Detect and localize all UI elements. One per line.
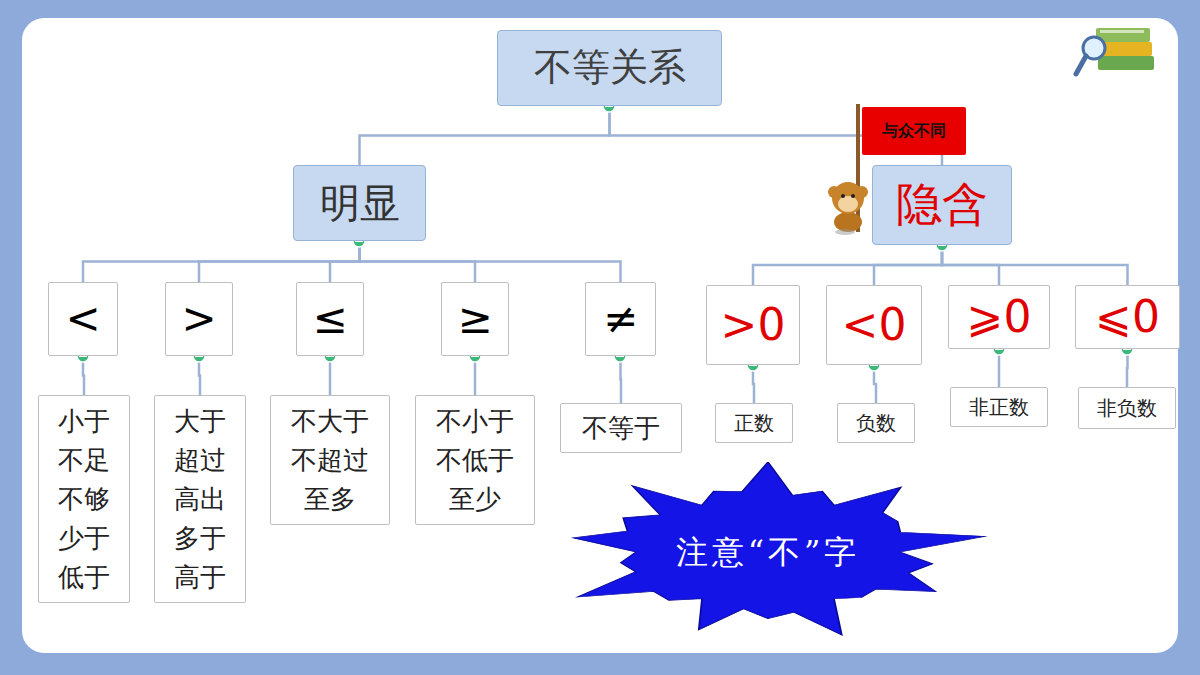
book-icon	[1076, 28, 1154, 74]
category-box: 明显	[293, 165, 426, 241]
node-label: 非负数	[1097, 396, 1157, 420]
node-label: 不等关系	[534, 45, 686, 91]
node-label: ≥	[457, 294, 492, 344]
node-label: 小于 不足 不够 少于 低于	[56, 402, 112, 597]
tree-connector	[83, 241, 360, 282]
tree-connector	[942, 245, 1128, 285]
phrase-box: 大于 超过 高出 多于 高于	[154, 395, 246, 603]
tree-connector	[360, 106, 610, 165]
category-box: 隐含	[872, 165, 1012, 245]
root-box: 不等关系	[497, 30, 722, 106]
node-label: <	[65, 294, 100, 344]
symbol-box: ≠	[585, 282, 656, 356]
node-label: 不大于 不超过 至多	[289, 402, 371, 519]
node-label: >	[181, 294, 216, 344]
node-label: ⩾0	[967, 291, 1032, 344]
node-label: 大于 超过 高出 多于 高于	[172, 402, 228, 597]
symbol-box: >0	[706, 285, 800, 365]
node-label: 不等于	[582, 409, 660, 448]
symbol-box: <0	[826, 285, 922, 365]
tree-connector	[199, 241, 360, 282]
phrase-box: 小于 不足 不够 少于 低于	[38, 395, 130, 603]
node-label: ⩽0	[1095, 291, 1160, 344]
node-label: >0	[721, 299, 786, 352]
node-label: 非正数	[969, 395, 1029, 419]
node-label: 正数	[734, 411, 774, 435]
starburst-callout: 注意“不”字	[548, 462, 988, 642]
symbol-box: <	[48, 282, 118, 356]
node-label: 与众不同	[882, 121, 946, 140]
collapse-minus	[79, 106, 1131, 365]
monkey-figure	[828, 182, 868, 235]
collapse-marker	[77, 100, 1133, 371]
phrase-box: 负数	[837, 403, 915, 443]
tree-connector	[360, 241, 621, 282]
node-label: 不小于 不低于 至少	[434, 402, 516, 519]
node-label: <0	[842, 299, 907, 352]
symbol-box: ⩽0	[1075, 285, 1180, 349]
symbol-box: >	[165, 282, 233, 356]
symbol-box: ≤	[296, 282, 364, 356]
tree-connector	[619, 356, 622, 403]
flag-banner: 与众不同	[862, 107, 966, 155]
phrase-box: 正数	[715, 403, 793, 443]
tree-connector	[874, 245, 942, 285]
phrase-box: 非负数	[1078, 387, 1176, 429]
node-label: ≤	[312, 294, 347, 344]
phrase-box: 不等于	[560, 403, 682, 453]
node-label: 负数	[856, 411, 896, 435]
phrase-box: 不大于 不超过 至多	[270, 395, 390, 525]
phrase-box: 不小于 不低于 至少	[415, 395, 535, 525]
symbol-box: ⩾0	[948, 285, 1050, 349]
node-label: ≠	[603, 294, 638, 344]
node-label: 注意“不”字	[676, 533, 861, 571]
tree-connector	[330, 241, 360, 282]
node-label: 明显	[320, 179, 400, 227]
phrase-box: 非正数	[950, 387, 1048, 427]
node-label: 隐含	[896, 177, 988, 232]
symbol-box: ≥	[441, 282, 509, 356]
starburst-shape	[573, 462, 985, 635]
flag-pole	[856, 104, 860, 232]
tree-connector	[753, 245, 942, 285]
